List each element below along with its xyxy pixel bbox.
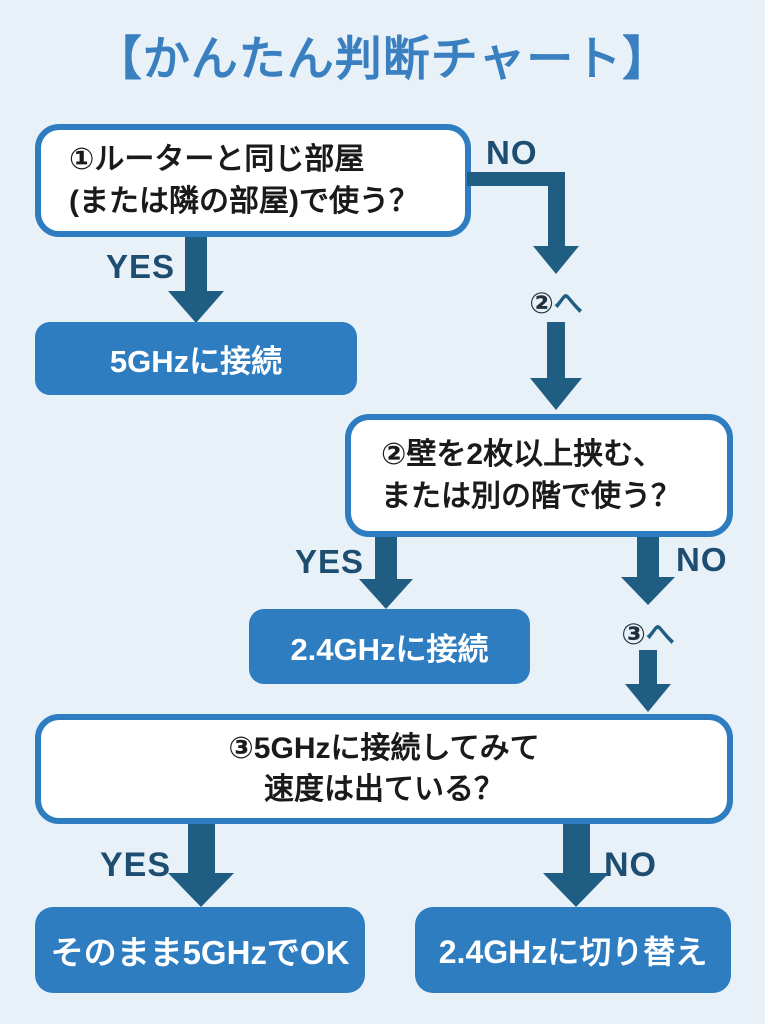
arrow-head (359, 579, 413, 609)
arrow-into-question-3 (625, 650, 671, 712)
arrow-shaft (547, 322, 565, 378)
arrow-head (625, 684, 671, 712)
arrow-shaft (547, 172, 565, 246)
goto-step3-label: ③へ (588, 611, 708, 653)
goto-suffix: へ (553, 288, 583, 320)
question-box-2: ②壁を2枚以上挟む、 または別の階で使う？ (345, 414, 733, 537)
q3-yes-label: YES (100, 846, 172, 884)
q3-no-down-arrow (543, 824, 609, 907)
question-2-text: ②壁を2枚以上挟む、 または別の階で使う？ (381, 438, 681, 513)
q2-no-label: NO (676, 541, 728, 578)
result-text: 5GHzに接続 (109, 344, 283, 379)
q1-no-elbow-line (467, 172, 565, 186)
question-1-text: ①ルーターと同じ部屋 (または隣の部屋)で使う？ (69, 143, 419, 218)
arrow-shaft (187, 824, 215, 873)
result-box-connect-24ghz: 2.4GHzに接続 (249, 609, 530, 684)
goto-step2-label: ②へ (496, 280, 616, 322)
circled-2-glyph: ② (529, 288, 554, 320)
result-box-keep-5ghz: そのまま5GHzでOK (35, 907, 365, 993)
arrow-shaft (562, 824, 590, 873)
result-text: 2.4GHzに接続 (290, 632, 489, 667)
q2-no-down-arrow (621, 537, 675, 605)
arrow-head (168, 291, 224, 323)
q1-yes-label: YES (106, 248, 176, 285)
q3-yes-down-arrow (168, 824, 234, 907)
goto-suffix: へ (645, 619, 675, 651)
circled-3-glyph: ③ (621, 619, 646, 651)
arrow-head (543, 873, 609, 907)
arrow-shaft (185, 237, 207, 291)
result-text: そのまま5GHzでOK (50, 934, 350, 971)
arrow-into-question-2 (530, 322, 582, 410)
q1-yes-down-arrow (168, 237, 224, 323)
q1-no-label: NO (486, 134, 538, 171)
arrow-head (530, 378, 582, 410)
arrow-head (621, 577, 675, 605)
q1-no-down-arrow (533, 172, 579, 274)
arrow-shaft (375, 537, 397, 579)
q3-no-label: NO (604, 846, 657, 884)
arrow-head (168, 873, 234, 907)
arrow-shaft (639, 650, 657, 684)
result-text: 2.4GHzに切り替え (438, 934, 708, 970)
arrow-shaft (637, 537, 659, 577)
page-title: 【かんたん判断チャート】 (94, 32, 671, 85)
q2-yes-label: YES (295, 543, 365, 580)
result-box-connect-5ghz: 5GHzに接続 (35, 322, 357, 395)
result-box-switch-24ghz: 2.4GHzに切り替え (415, 907, 731, 993)
q2-yes-down-arrow (359, 537, 413, 609)
question-box-1: ①ルーターと同じ部屋 (または隣の部屋)で使う？ (35, 124, 471, 237)
question-box-3: ③5GHzに接続してみて 速度は出ている？ (35, 714, 733, 824)
question-3-text: ③5GHzに接続してみて 速度は出ている？ (228, 731, 540, 806)
arrow-head (533, 246, 579, 274)
